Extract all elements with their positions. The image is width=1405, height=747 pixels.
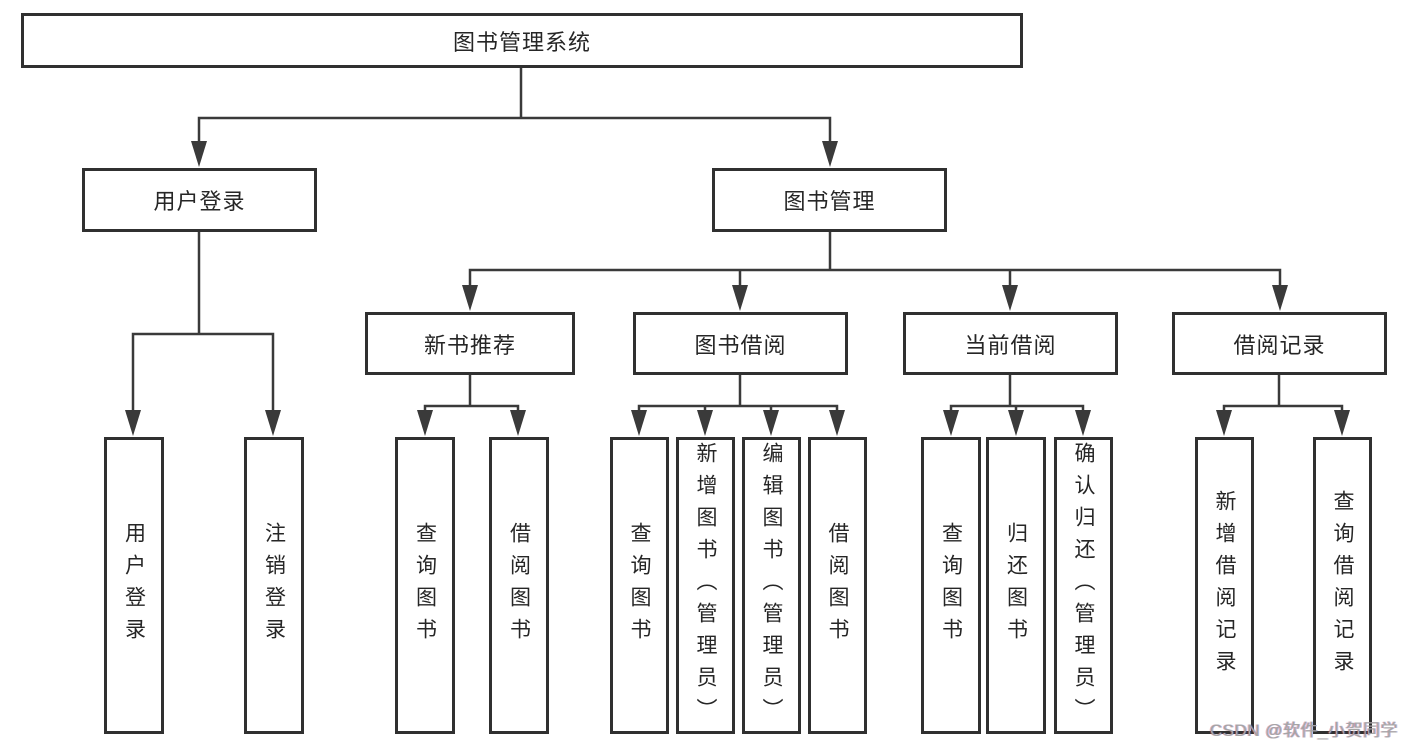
node-user-login: 用户登录: [82, 168, 317, 232]
arrowhead: [1334, 410, 1350, 436]
connector-newbooks-split: [423, 373, 520, 416]
node-borrowing-records: 借阅记录: [1172, 312, 1387, 375]
arrowhead: [1272, 285, 1288, 311]
arrowhead: [510, 410, 526, 436]
node-leaf-add-books-admin: 新增图书（管理员）: [676, 437, 735, 734]
node-leaf-return-books: 归还图书: [986, 437, 1046, 734]
arrowhead: [1216, 410, 1232, 436]
arrowhead: [943, 410, 959, 436]
connector-bookmgmt-split: [468, 230, 1282, 292]
arrowhead: [732, 285, 748, 311]
arrowhead: [462, 285, 478, 311]
node-new-book-recommend: 新书推荐: [365, 312, 575, 375]
node-leaf-logout: 注销登录: [244, 437, 304, 734]
arrowhead: [125, 410, 141, 436]
node-library-management-system: 图书管理系统: [21, 13, 1023, 68]
node-book-borrowing: 图书借阅: [633, 312, 848, 375]
arrowhead: [265, 410, 281, 436]
node-book-management: 图书管理: [712, 168, 947, 232]
arrowhead: [191, 141, 207, 167]
node-leaf-query-books-newbooks: 查询图书: [395, 437, 455, 734]
arrowhead: [763, 410, 779, 436]
node-leaf-user-login: 用户登录: [104, 437, 164, 734]
arrowhead: [822, 141, 838, 167]
connector-currentborrow-split: [949, 373, 1085, 416]
arrowhead: [829, 410, 845, 436]
node-leaf-query-books-current: 查询图书: [921, 437, 981, 734]
arrowheads: [125, 141, 1350, 436]
node-leaf-borrow-books-newbooks: 借阅图书: [489, 437, 549, 734]
arrowhead: [1075, 410, 1091, 436]
connector-lines: [131, 66, 1344, 416]
connector-bookborrow-split: [637, 373, 839, 416]
node-leaf-borrow-books-borrow: 借阅图书: [808, 437, 867, 734]
arrowhead: [631, 410, 647, 436]
arrowhead: [1008, 410, 1024, 436]
csdn-watermark: CSDN @软件_小贺同学: [1209, 721, 1398, 740]
node-leaf-edit-books-admin: 编辑图书（管理员）: [742, 437, 801, 734]
arrowhead: [417, 410, 433, 436]
node-leaf-confirm-return-admin: 确认归还（管理员）: [1054, 437, 1113, 734]
connector-userlogin-split: [131, 230, 275, 414]
node-current-borrowing: 当前借阅: [903, 312, 1118, 375]
connector-records-split: [1222, 373, 1344, 416]
arrowhead: [1002, 285, 1018, 311]
node-leaf-query-borrow-record: 查询借阅记录: [1313, 437, 1372, 734]
connector-root-split: [197, 66, 832, 146]
arrowhead: [697, 410, 713, 436]
node-leaf-add-borrow-record: 新增借阅记录: [1195, 437, 1254, 734]
node-leaf-query-books-borrow: 查询图书: [610, 437, 669, 734]
